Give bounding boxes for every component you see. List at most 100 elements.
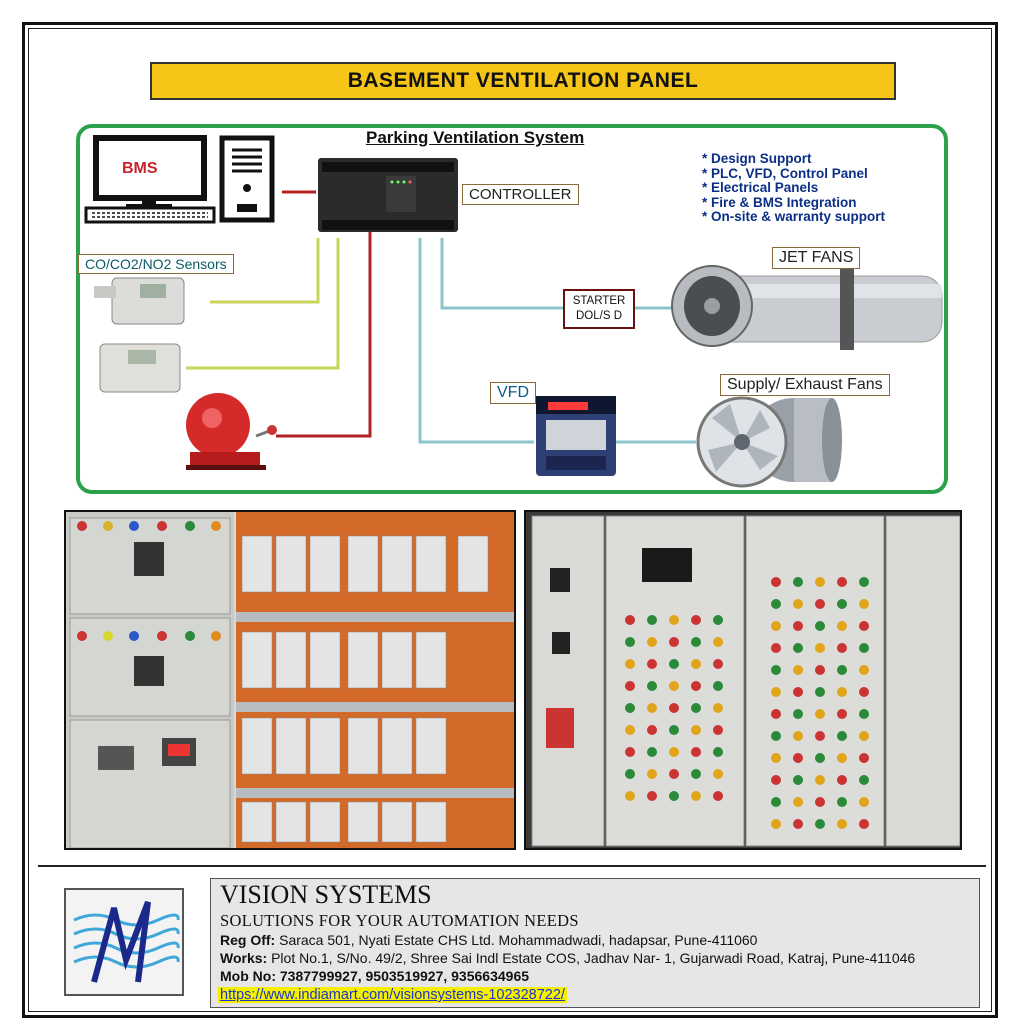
mobile-line: Mob No: 7387799927, 9503519927, 93566349… <box>220 968 529 984</box>
panel-pushbutton <box>771 665 781 675</box>
panel-pushbutton <box>815 599 825 609</box>
panel-pushbutton <box>691 637 701 647</box>
panel-pushbutton <box>859 819 869 829</box>
panel-pushbutton <box>793 577 803 587</box>
panel-photo-right-graphic <box>526 512 960 848</box>
panel-pushbutton <box>647 681 657 691</box>
works-address: Plot No.1, S/No. 49/2, Shree Sai Indl Es… <box>267 950 916 966</box>
panel-pushbutton <box>815 731 825 741</box>
panel-pushbutton <box>669 725 679 735</box>
panel-pushbutton <box>837 665 847 675</box>
panel-pushbutton <box>691 659 701 669</box>
jet-fans-label: JET FANS <box>772 247 861 269</box>
outer-frame <box>22 22 998 1018</box>
works-label: Works: <box>220 950 268 966</box>
panel-pushbutton <box>815 687 825 697</box>
panel-pushbutton <box>647 659 657 669</box>
services-item: * PLC, VFD, Control Panel <box>702 165 868 181</box>
panel-pushbutton <box>837 797 847 807</box>
panel-pushbutton <box>647 747 657 757</box>
panel-pushbutton <box>713 747 723 757</box>
vfd-drive-icon <box>536 396 616 476</box>
panel-pushbutton <box>859 643 869 653</box>
panel-pushbutton <box>815 621 825 631</box>
panel-pushbutton <box>647 725 657 735</box>
services-item: * Electrical Panels <box>702 180 819 195</box>
page-title: BASEMENT VENTILATION PANEL <box>150 62 896 100</box>
diagram-panel <box>76 124 948 494</box>
services-item: * Design Support <box>702 151 812 166</box>
panel-pushbutton <box>669 637 679 647</box>
panel-pushbutton <box>793 731 803 741</box>
reg-office-line: Reg Off: Saraca 501, Nyati Estate CHS Lt… <box>220 932 757 948</box>
panel-pushbutton <box>771 621 781 631</box>
panel-pushbutton <box>713 637 723 647</box>
panel-pushbutton <box>625 637 635 647</box>
vfd-label: VFD <box>490 382 536 404</box>
panel-pushbutton <box>837 577 847 587</box>
panel-pushbutton <box>793 753 803 763</box>
panel-pushbutton <box>859 599 869 609</box>
panel-pushbutton <box>713 791 723 801</box>
panel-pushbutton <box>837 819 847 829</box>
panel-pushbutton <box>713 725 723 735</box>
panel-pushbutton <box>691 747 701 757</box>
panel-pushbutton <box>771 577 781 587</box>
wire-sensor-1 <box>210 238 320 304</box>
panel-photo-left <box>64 510 516 850</box>
panel-pushbutton <box>859 797 869 807</box>
diagram-title: Parking Ventilation System <box>366 128 585 147</box>
panel-pushbutton <box>647 615 657 625</box>
panel-photo-left-graphic <box>66 512 514 848</box>
alarm-bell-icon <box>186 393 277 470</box>
panel-pushbutton <box>793 687 803 697</box>
panel-pushbutton <box>669 769 679 779</box>
panel-pushbutton <box>837 753 847 763</box>
panel-pushbutton <box>625 659 635 669</box>
panel-pushbutton <box>691 791 701 801</box>
panel-pushbutton <box>837 687 847 697</box>
panel-pushbutton <box>859 709 869 719</box>
footer-divider <box>38 865 986 867</box>
panel-pushbutton <box>771 753 781 763</box>
panel-pushbutton <box>815 665 825 675</box>
panel-pushbutton <box>625 747 635 757</box>
plc-controller-icon <box>318 158 458 232</box>
panel-pushbutton <box>669 747 679 757</box>
panel-pushbutton <box>793 599 803 609</box>
panel-pushbutton <box>669 615 679 625</box>
gas-sensor-1-icon <box>94 277 185 325</box>
bms-label: BMS <box>122 160 158 177</box>
panel-pushbutton <box>771 819 781 829</box>
panel-pushbutton <box>837 599 847 609</box>
panel-pushbutton <box>859 621 869 631</box>
panel-pushbutton <box>625 681 635 691</box>
panel-pushbutton <box>859 577 869 587</box>
panel-pushbutton <box>625 615 635 625</box>
gas-sensor-2-icon <box>99 343 181 393</box>
panel-pushbutton <box>793 819 803 829</box>
starter-label-2: DOL/S D <box>576 310 622 322</box>
panel-pushbutton <box>691 769 701 779</box>
panel-pushbutton <box>859 731 869 741</box>
bms-monitor-icon <box>84 135 216 224</box>
panel-pushbutton <box>691 703 701 713</box>
panel-pushbutton <box>713 703 723 713</box>
panel-pushbutton <box>669 791 679 801</box>
wire-controller-starter <box>440 238 564 310</box>
panel-pushbutton <box>815 797 825 807</box>
panel-pushbutton <box>771 643 781 653</box>
supply-fans-label: Supply/ Exhaust Fans <box>720 374 890 396</box>
computer-tower-icon <box>219 135 275 223</box>
reg-office-address: Saraca 501, Nyati Estate CHS Ltd. Mohamm… <box>275 932 758 948</box>
panel-pushbutton <box>815 643 825 653</box>
panel-pushbutton <box>837 643 847 653</box>
jet-fan-icon <box>671 265 943 350</box>
company-website-link[interactable]: https://www.indiamart.com/visionsystems-… <box>218 987 567 1003</box>
company-logo-icon <box>73 900 180 983</box>
panel-pushbutton <box>647 703 657 713</box>
panel-pushbutton <box>793 621 803 631</box>
panel-pushbutton <box>793 775 803 785</box>
panel-pushbutton <box>669 703 679 713</box>
works-line: Works: Plot No.1, S/No. 49/2, Shree Sai … <box>220 950 915 966</box>
